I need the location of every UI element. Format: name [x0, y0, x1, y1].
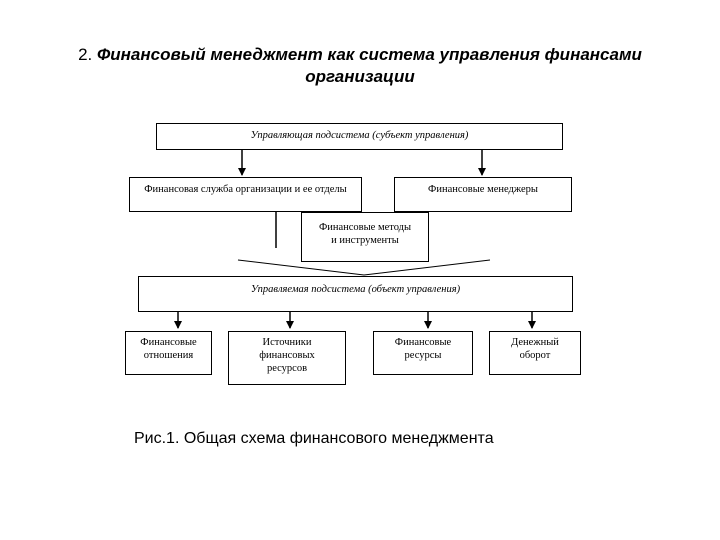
- cash-flow-label: Денежный оборот: [511, 337, 559, 361]
- sources-box: Источники финансовых ресурсов: [228, 331, 346, 385]
- finance-managers-label: Финансовые менеджеры: [428, 184, 538, 195]
- managed-subsystem-label: Управляемая подсистема (объект управлени…: [250, 284, 461, 295]
- resources-label: Финансовые ресурсы: [394, 337, 452, 361]
- page-title: 2. Финансовый менеджмент как система упр…: [40, 44, 680, 88]
- figure-caption: Рис.1. Общая схема финансового менеджмен…: [134, 430, 494, 447]
- wedge-arrow: [237, 259, 491, 276]
- managed-subsystem-box: Управляемая подсистема (объект управлени…: [138, 276, 573, 312]
- methods-tools-box: Финансовые методы и инструменты: [301, 212, 429, 262]
- cash-flow-box: Денежный оборот: [489, 331, 581, 375]
- finance-service-label: Финансовая служба организации и ее отдел…: [144, 184, 347, 195]
- control-subsystem-box: Управляющая подсистема (субъект управлен…: [156, 123, 563, 150]
- title-text-1: Финансовый менеджмент как система управл…: [96, 45, 642, 64]
- finance-service-box: Финансовая служба организации и ее отдел…: [129, 177, 362, 212]
- finance-managers-box: Финансовые менеджеры: [394, 177, 572, 212]
- relations-label: Финансовые отношения: [140, 337, 197, 361]
- methods-tools-label: Финансовые методы и инструменты: [318, 222, 412, 246]
- sources-label: Источники финансовых ресурсов: [259, 337, 315, 374]
- relations-box: Финансовые отношения: [125, 331, 212, 375]
- title-number: 2.: [78, 45, 93, 64]
- resources-box: Финансовые ресурсы: [373, 331, 473, 375]
- title-line-2: организации: [305, 67, 415, 86]
- control-subsystem-label: Управляющая подсистема (субъект управлен…: [250, 130, 469, 141]
- title-line-1: 2. Финансовый менеджмент как система упр…: [40, 44, 680, 66]
